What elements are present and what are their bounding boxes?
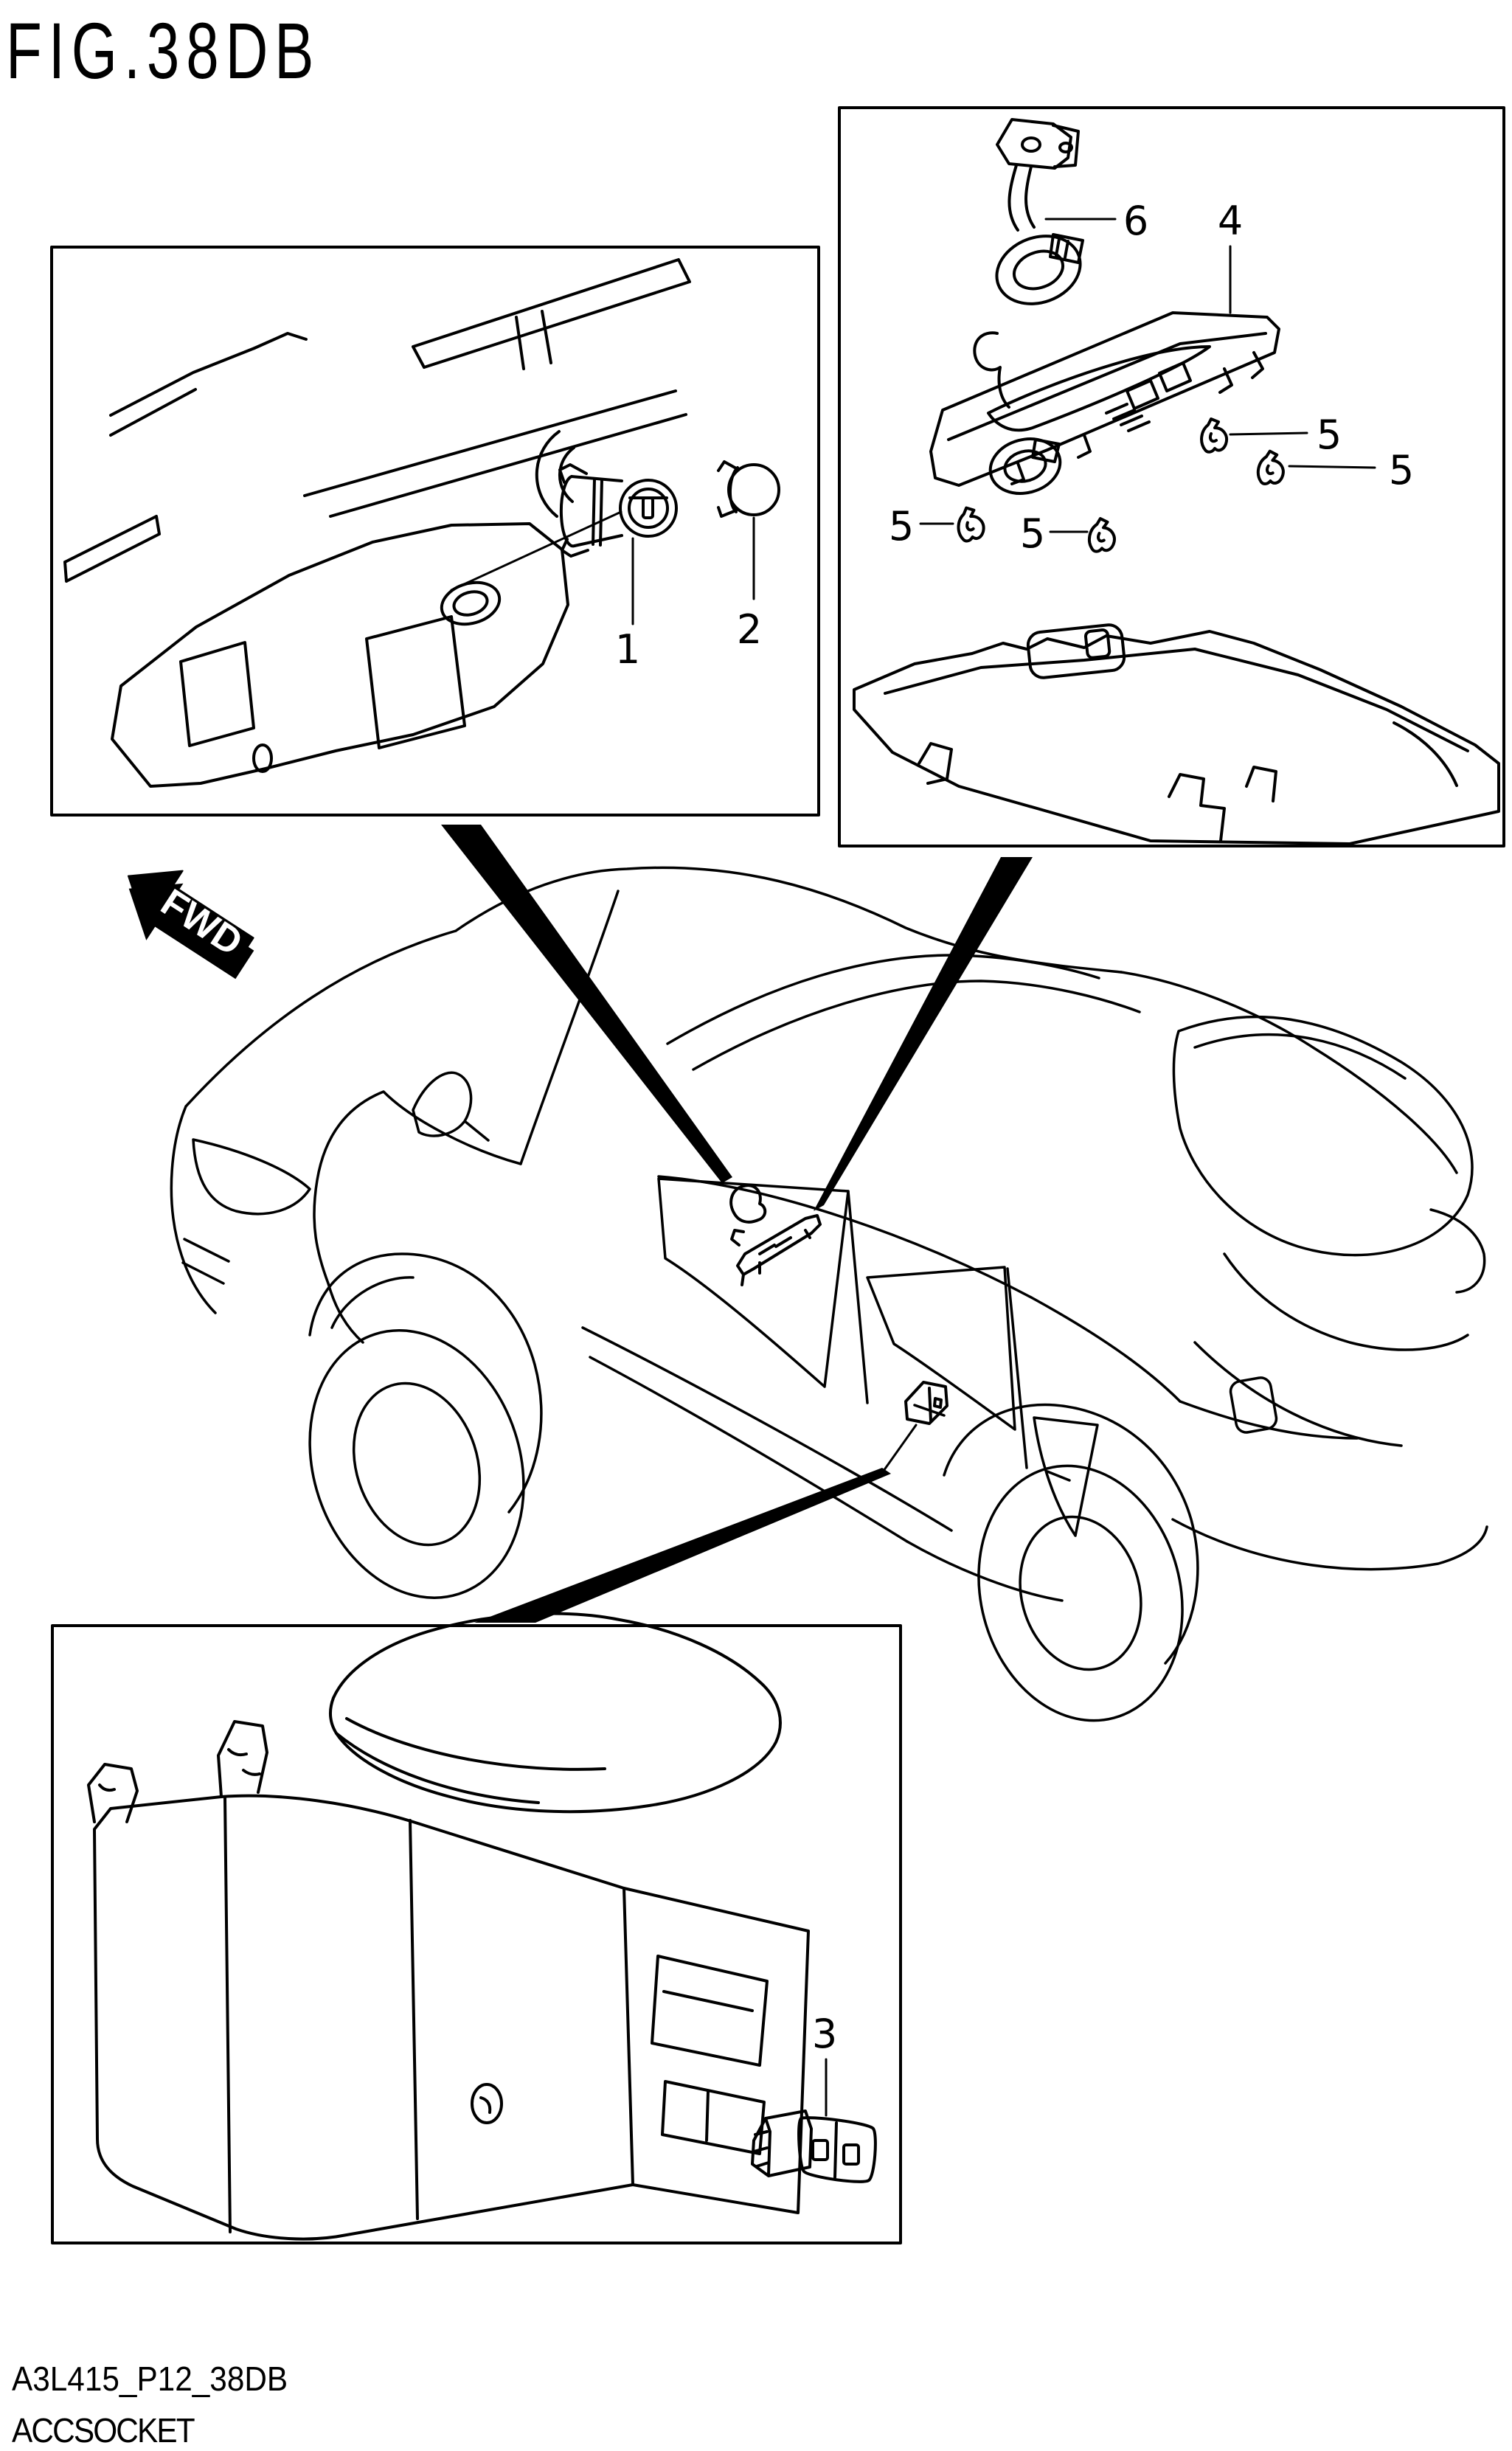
panel-box-instrument xyxy=(50,246,820,817)
clip-icon-c xyxy=(957,506,985,543)
headliner-drawing xyxy=(853,623,1500,845)
car-illustration xyxy=(170,866,1488,1722)
footer-name: ACCSOCKET xyxy=(12,2411,195,2450)
leader-wedge-roof-console xyxy=(814,857,1033,1211)
roof-console-panel-part xyxy=(929,245,1280,495)
callout-2: 2 xyxy=(736,606,763,653)
callout-3: 3 xyxy=(811,2011,838,2057)
callout-5a: 5 xyxy=(1316,412,1342,458)
leader-line-5b xyxy=(1288,465,1376,469)
instrument-panel-drawing xyxy=(63,258,691,788)
rear-usb-socket-part xyxy=(751,2058,877,2183)
rear-switch-location xyxy=(904,1381,949,1425)
footer-code: A3L415_P12_38DB xyxy=(12,2360,288,2398)
leader-line-rear-switch xyxy=(882,1424,918,1472)
leader-wedge-instrument xyxy=(441,825,732,1183)
callout-5c: 5 xyxy=(888,503,915,550)
callout-1: 1 xyxy=(614,626,641,673)
clip-icon-d xyxy=(1087,517,1116,553)
panel-box-rear-console xyxy=(51,1624,902,2244)
leader-wedge-rear-console xyxy=(474,1468,891,1623)
acc-socket-part xyxy=(558,463,678,625)
callout-6: 6 xyxy=(1123,198,1149,244)
clip-icon-a xyxy=(1200,417,1228,454)
callout-5d: 5 xyxy=(1019,510,1046,557)
clip-icon-b xyxy=(1256,449,1285,485)
overhead-socket-location xyxy=(729,1184,767,1224)
callout-4: 4 xyxy=(1217,198,1244,244)
socket-cap-part xyxy=(717,460,780,600)
usb-harness-part xyxy=(995,118,1117,305)
rear-console-drawing xyxy=(87,1612,810,2241)
fwd-arrow-icon: FWD xyxy=(127,870,254,980)
figure-title: FIG.38DB xyxy=(6,6,321,95)
roof-console-location xyxy=(730,1214,822,1286)
leader-line-5a xyxy=(1229,431,1308,436)
callout-5b: 5 xyxy=(1388,447,1415,493)
panel-box-roof-console xyxy=(838,106,1505,847)
